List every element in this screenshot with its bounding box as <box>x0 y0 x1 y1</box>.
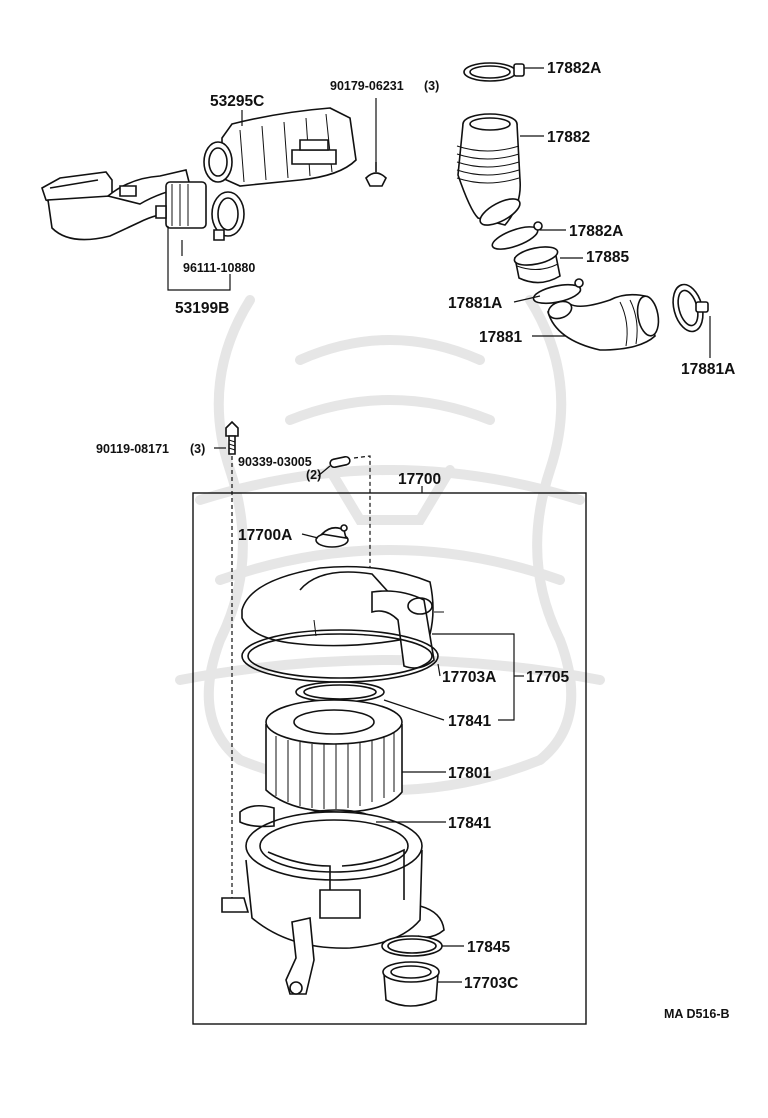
samurai-helmet-watermark-icon <box>175 295 605 795</box>
label-90119-qty: (3) <box>190 442 205 456</box>
label-90179-06231: 90179-06231 <box>330 79 404 93</box>
hose-clamp-17881a-left[interactable] <box>532 279 583 307</box>
label-17885: 17885 <box>586 249 629 266</box>
label-17705: 17705 <box>526 669 569 686</box>
hose-clamp-96111[interactable] <box>212 192 244 240</box>
label-53199b: 53199B <box>175 300 229 317</box>
label-17881a-left: 17881A <box>448 295 502 312</box>
gasket-17841-upper[interactable] <box>296 682 384 702</box>
label-90339-qty: (2) <box>306 468 321 482</box>
filter-element-17801[interactable] <box>266 700 402 812</box>
clip-guide-line <box>353 455 371 630</box>
gasket-17845[interactable] <box>382 936 442 956</box>
label-90339-03005: 90339-03005 <box>238 455 312 469</box>
label-17881a-right: 17881A <box>681 361 735 378</box>
assembly-frame-17700 <box>192 492 587 1025</box>
clip-90339-03005[interactable] <box>329 456 350 468</box>
intake-hose-17881[interactable] <box>546 295 661 350</box>
label-17700: 17700 <box>398 471 441 488</box>
label-17841-upper: 17841 <box>448 713 491 730</box>
bolt-90179-06231[interactable] <box>366 162 386 186</box>
label-17882a-mid: 17882A <box>569 223 623 240</box>
hose-clamp-17882a-mid[interactable] <box>490 222 542 254</box>
hose-clamp-17882a-top[interactable] <box>464 63 524 81</box>
intake-hose-17882[interactable] <box>457 114 524 230</box>
label-90119-08171: 90119-08171 <box>96 442 169 456</box>
label-17841-lower: 17841 <box>448 815 491 832</box>
wing-nut-17700a[interactable] <box>316 525 348 547</box>
label-17703c: 17703C <box>464 975 518 992</box>
label-17882: 17882 <box>547 129 590 146</box>
label-96111-10880: 96111-10880 <box>183 261 255 275</box>
leader-lines <box>167 67 711 983</box>
resonator-53295c[interactable] <box>204 108 356 186</box>
label-17801: 17801 <box>448 765 491 782</box>
label-90179-qty: (3) <box>424 79 439 93</box>
air-cleaner-cap-17705[interactable] <box>242 567 444 668</box>
label-17882a-top: 17882A <box>547 60 601 77</box>
valve-17703c[interactable] <box>383 962 439 1006</box>
hose-clamp-17881a-right[interactable] <box>668 281 708 335</box>
label-17845: 17845 <box>467 939 510 956</box>
bolt-90119-08171[interactable] <box>226 422 238 454</box>
label-17703a: 17703A <box>442 669 496 686</box>
hose-adapter-17885[interactable] <box>513 244 560 283</box>
label-17881: 17881 <box>479 329 522 346</box>
diagram-code: MA D516-B <box>664 1007 730 1021</box>
label-53295c: 53295C <box>210 93 264 110</box>
air-cleaner-case-17700[interactable] <box>222 806 444 994</box>
label-17700a: 17700A <box>238 527 292 544</box>
air-duct-53199b[interactable] <box>42 170 206 240</box>
